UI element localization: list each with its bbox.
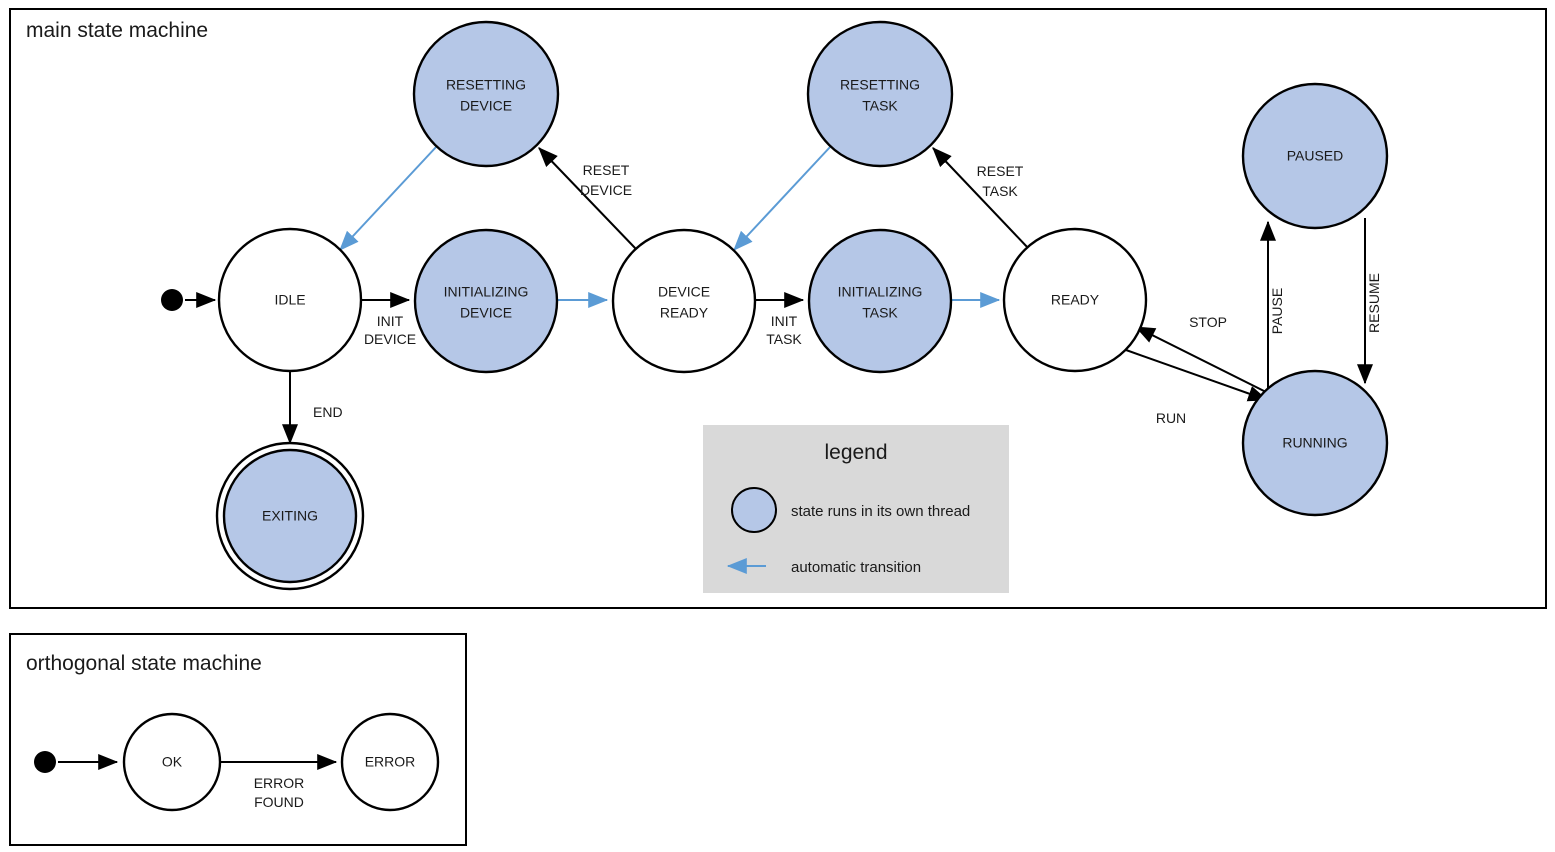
edge-label-init-device-line1: INIT — [377, 313, 404, 329]
state-circle-idle — [217, 227, 363, 373]
edge-label-reset-device-line2: DEVICE — [580, 182, 632, 198]
initial-state-dot-orthogonal — [34, 751, 56, 773]
initial-state-dot-main — [161, 289, 183, 311]
state-circle-ok — [122, 712, 222, 812]
state-label-resetting-device-line1: RESETTING — [446, 77, 526, 93]
edge-label-error-found-line1: ERROR — [254, 775, 305, 791]
edge-ready-to-running — [1125, 349, 1269, 402]
state-circle-resetting-task — [806, 20, 954, 168]
state-node-initializing-device[interactable]: INITIALIZING DEVICE — [413, 228, 559, 374]
orthogonal-frame-title: orthogonal state machine — [26, 652, 262, 675]
state-label-ready: READY — [1051, 292, 1100, 308]
state-node-initializing-task[interactable]: INITIALIZING TASK — [807, 228, 953, 374]
state-node-device-ready[interactable]: DEVICE READY — [611, 228, 757, 374]
state-label-exiting: EXITING — [262, 508, 318, 524]
state-label-running: RUNNING — [1282, 435, 1347, 451]
edge-label-reset-task-line2: TASK — [982, 183, 1018, 199]
state-node-idle[interactable]: IDLE — [217, 227, 363, 373]
state-node-resetting-task[interactable]: RESETTING TASK — [806, 20, 954, 168]
state-label-resetting-task-line1: RESETTING — [840, 77, 920, 93]
edge-label-reset-task-line1: RESET — [977, 163, 1024, 179]
state-circle-running — [1241, 369, 1389, 517]
edge-label-init-device-line2: DEVICE — [364, 331, 416, 347]
legend-item-label-auto: automatic transition — [791, 559, 921, 576]
state-circle-resetting-device — [412, 20, 560, 168]
legend-item-label-threaded: state runs in its own thread — [791, 503, 970, 520]
edge-label-stop: STOP — [1189, 314, 1227, 330]
state-label-device-ready-line2: READY — [660, 305, 709, 321]
legend-threaded-state-icon — [731, 487, 777, 533]
edge-label-error-found-line2: FOUND — [254, 794, 304, 810]
state-label-resetting-task-line2: TASK — [862, 98, 898, 114]
orthogonal-state-machine-frame — [9, 633, 467, 846]
state-label-initializing-device-line2: DEVICE — [460, 305, 512, 321]
state-circle-device-ready — [611, 228, 757, 374]
edge-label-pause: PAUSE — [1269, 288, 1285, 334]
edge-label-init-task-line1: INIT — [771, 313, 798, 329]
edge-label-reset-device-line1: RESET — [583, 162, 630, 178]
state-node-running[interactable]: RUNNING — [1241, 369, 1389, 517]
state-label-device-ready-line1: DEVICE — [658, 284, 710, 300]
state-label-resetting-device-line2: DEVICE — [460, 98, 512, 114]
state-node-paused[interactable]: PAUSED — [1241, 82, 1389, 230]
edge-label-init-task-line2: TASK — [766, 331, 802, 347]
legend: legend state runs in its own thread auto… — [703, 425, 1009, 593]
state-node-exiting[interactable]: EXITING — [215, 441, 365, 591]
edge-device-ready-to-resetting-device — [538, 147, 637, 250]
state-circle-initializing-task — [807, 228, 953, 374]
edge-label-end: END — [313, 404, 343, 420]
edge-label-run: RUN — [1156, 410, 1186, 426]
state-circle-error — [340, 712, 440, 812]
edge-running-to-ready — [1134, 326, 1269, 394]
state-circle-paused — [1241, 82, 1389, 230]
state-node-ok[interactable]: OK — [122, 712, 222, 812]
edge-label-resume: RESUME — [1366, 273, 1382, 333]
state-circle-initializing-device — [413, 228, 559, 374]
state-label-ok: OK — [162, 754, 183, 770]
main-frame-title: main state machine — [26, 19, 208, 42]
state-label-initializing-task-line2: TASK — [862, 305, 898, 321]
edge-resetting-task-to-device-ready — [733, 145, 832, 251]
state-label-error: ERROR — [365, 754, 416, 770]
final-state-outer-ring-exiting — [215, 441, 365, 591]
state-label-initializing-device-line1: INITIALIZING — [444, 284, 529, 300]
state-circle-exiting — [222, 448, 358, 584]
state-circle-ready — [1002, 227, 1148, 373]
legend-title: legend — [824, 441, 887, 464]
state-node-resetting-device[interactable]: RESETTING DEVICE — [412, 20, 560, 168]
state-label-initializing-task-line1: INITIALIZING — [838, 284, 923, 300]
main-state-machine-frame — [9, 8, 1547, 609]
state-label-paused: PAUSED — [1287, 148, 1344, 164]
state-node-error[interactable]: ERROR — [340, 712, 440, 812]
state-node-ready[interactable]: READY — [1002, 227, 1148, 373]
edge-resetting-device-to-idle — [339, 145, 438, 251]
state-label-idle: IDLE — [274, 292, 305, 308]
edge-ready-to-resetting-task — [932, 147, 1030, 250]
